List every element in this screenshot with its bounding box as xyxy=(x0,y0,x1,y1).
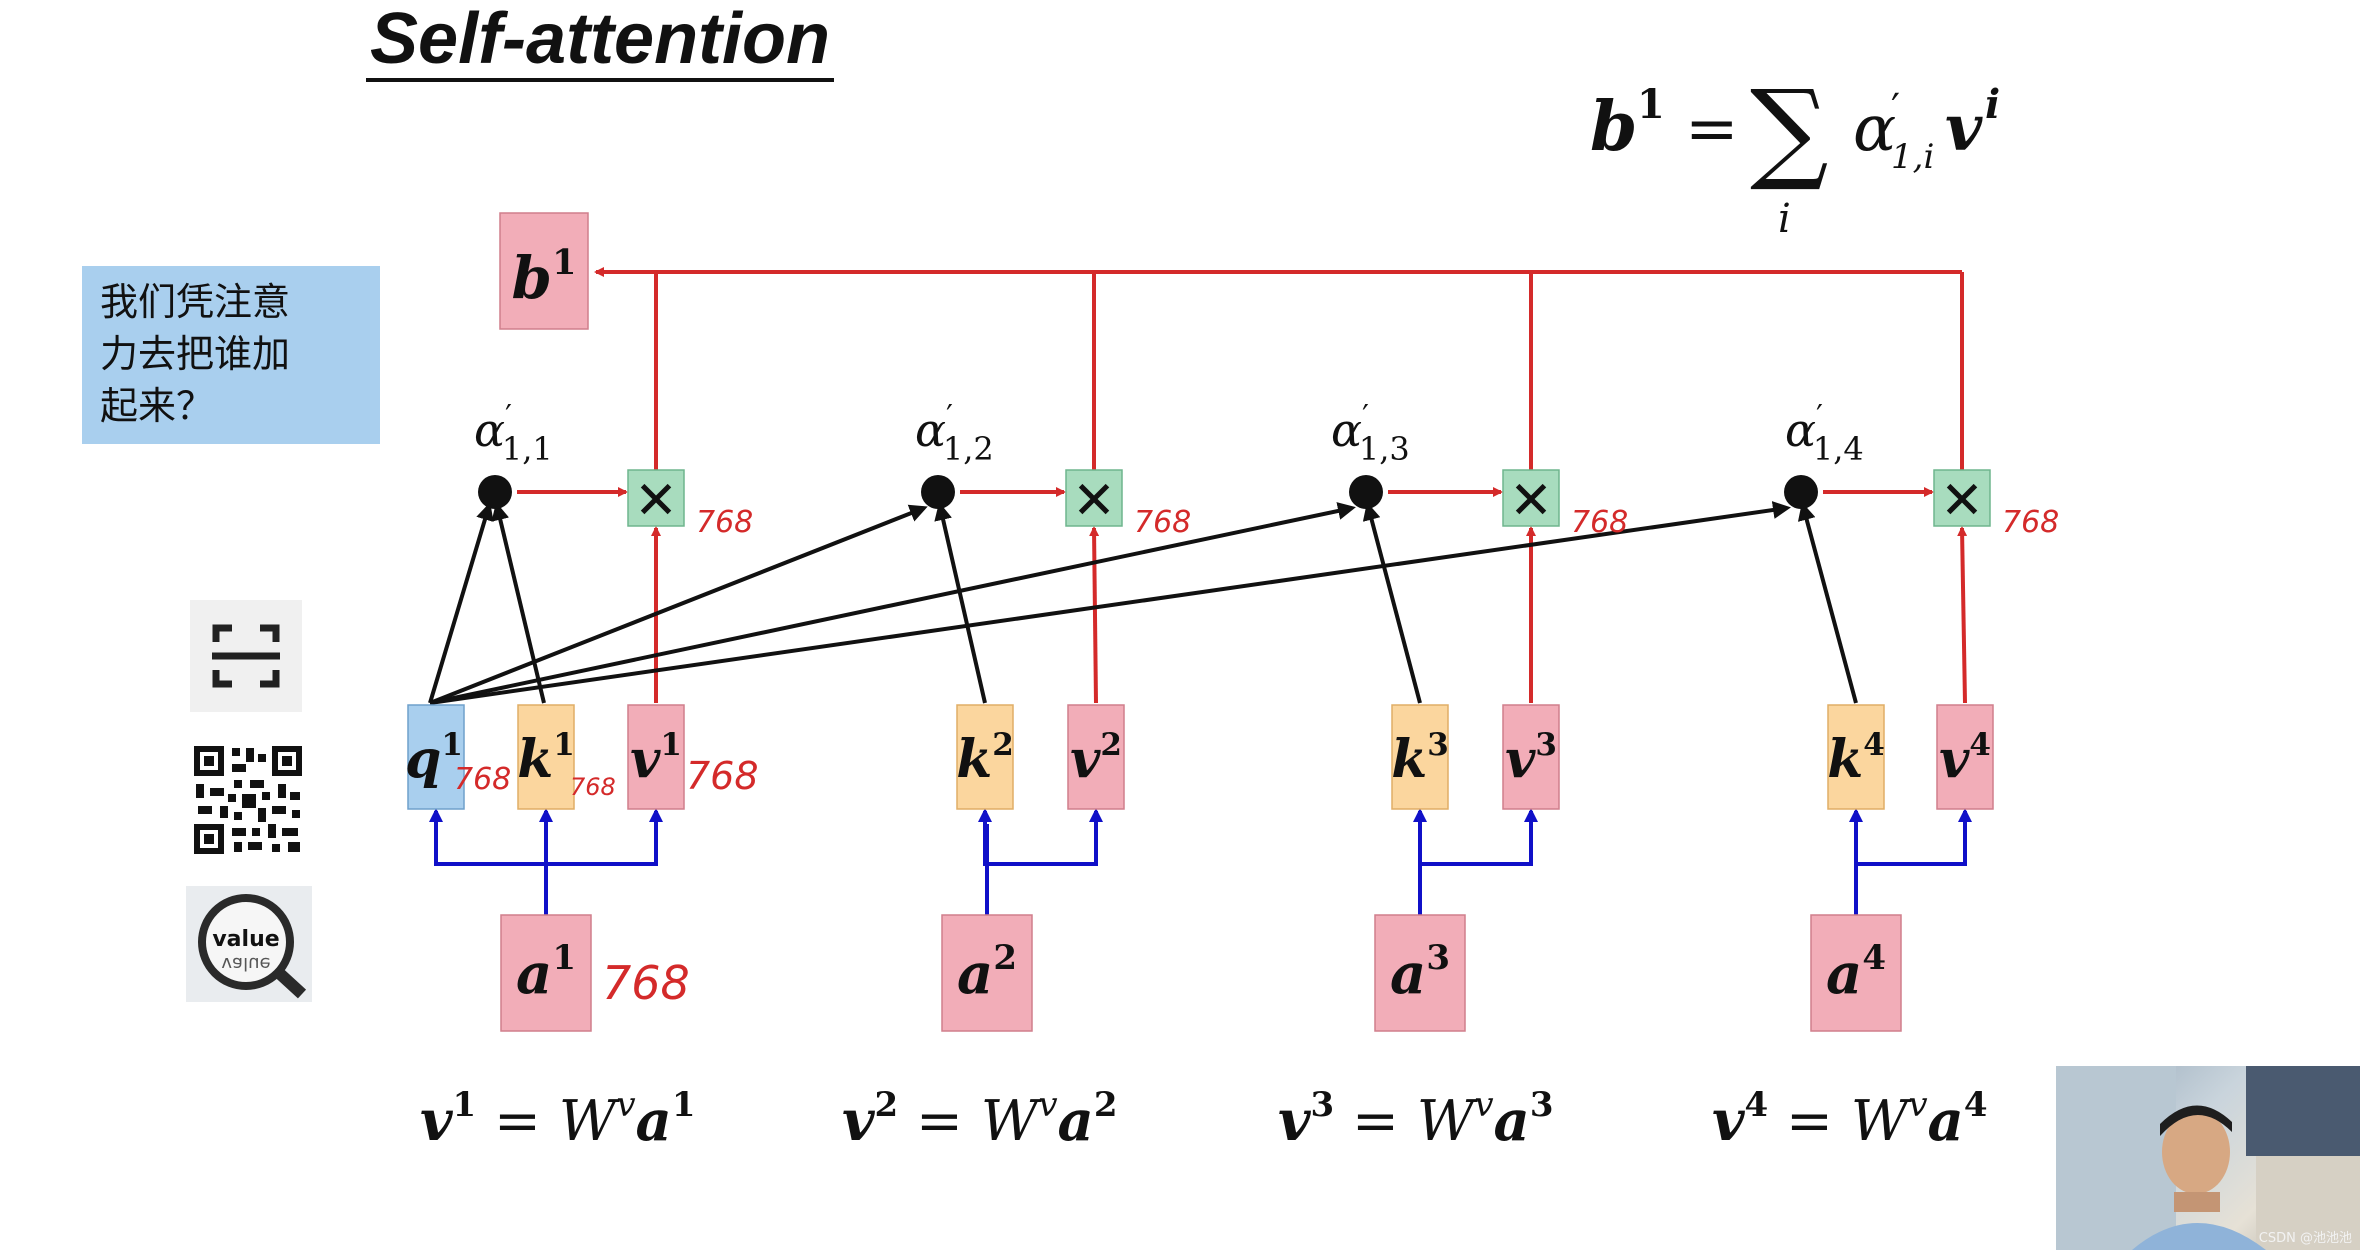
key-k2-box xyxy=(956,704,1014,810)
input-a1-label: a1 xyxy=(516,938,576,1007)
formula-sum-sub: i xyxy=(1778,196,1791,240)
formula-sum: ∑ xyxy=(1750,66,1829,194)
input-a2-label: a2 xyxy=(957,938,1017,1007)
input-a2-box xyxy=(941,914,1033,1032)
key-k3-label: k3 xyxy=(1391,727,1449,790)
key-k1-label: k1 xyxy=(517,727,575,790)
black-arrow-q1-to-dot-4 xyxy=(429,501,1791,705)
attention-score-dot-3 xyxy=(1349,475,1383,509)
value-equation-1: v1 = Wva1 xyxy=(420,1085,696,1154)
value-equation-4: v4 = Wva4 xyxy=(1712,1085,1988,1154)
input-a4-label: a4 xyxy=(1826,938,1886,1007)
multiply-note-1: 768 xyxy=(696,505,753,540)
value-equation-3: v3 = Wva3 xyxy=(1278,1085,1554,1154)
video-watermark: CSDN @池池池 xyxy=(2258,1231,2352,1246)
blue-bus-2 xyxy=(983,815,1098,866)
presenter-video: CSDN @池池池 xyxy=(2056,1066,2360,1250)
multiply-icon-1: ✕ xyxy=(634,471,678,531)
key-k4-label: k4 xyxy=(1827,727,1885,790)
multiply-note-2: 768 xyxy=(1134,505,1191,540)
value-v3-label: v3 xyxy=(1505,727,1557,790)
scan-icon xyxy=(190,600,302,712)
multiply-box-2 xyxy=(1065,469,1123,527)
slide-title: Self-attention xyxy=(366,0,834,82)
value-v2-box xyxy=(1067,704,1125,810)
value-v3-box xyxy=(1502,704,1560,810)
key-k1-box xyxy=(517,704,575,810)
formula-eq: = xyxy=(1685,92,1739,166)
black-arrow-k1-to-dot xyxy=(491,502,546,704)
formula-alpha: α xyxy=(1853,92,1896,166)
query-q1-note: 768 xyxy=(454,762,511,797)
key-k2-label: k2 xyxy=(956,727,1014,790)
blue-bus-4 xyxy=(1854,815,1967,866)
formula-v: v xyxy=(1945,91,1983,166)
input-a1-box xyxy=(500,914,592,1032)
formula-alpha-sub: 1,i xyxy=(1891,137,1934,177)
sum-formula: b 1 = ∑ i α ′ 1,i v i xyxy=(1590,66,2000,240)
magnifier-label: value xyxy=(212,927,279,952)
query-q1-box xyxy=(407,704,465,810)
multiply-icon-2: ✕ xyxy=(1072,471,1116,531)
question-note: 我们凭注意 力去把谁加 起来？ xyxy=(82,266,380,444)
black-arrow-q1-to-dot-1 xyxy=(428,502,494,704)
multiply-box-3 xyxy=(1502,469,1560,527)
formula-lhs: b xyxy=(1590,87,1638,167)
formula-prime: ′ xyxy=(1891,86,1900,132)
black-arrow-q1-to-dot-3 xyxy=(429,502,1356,705)
red-arrow-v-to-mult-2 xyxy=(1089,526,1100,704)
key-k1-note: 768 xyxy=(570,773,616,801)
svg-text:value: value xyxy=(221,953,270,974)
input-a4-box xyxy=(1810,914,1902,1032)
multiply-box-4 xyxy=(1933,469,1991,527)
multiply-box-1 xyxy=(627,469,685,527)
attention-score-dot-4 xyxy=(1784,475,1818,509)
black-arrow-k3-to-dot xyxy=(1362,502,1422,704)
output-b1-label: b1 xyxy=(512,242,577,312)
presenter-figure xyxy=(2056,1066,2360,1250)
attention-score-dot-2 xyxy=(921,475,955,509)
alpha-label-3: α′1,3 xyxy=(1331,399,1410,468)
multiply-note-3: 768 xyxy=(1571,505,1628,540)
value-equation-2: v2 = Wva2 xyxy=(842,1085,1118,1154)
output-b1-box xyxy=(499,212,589,330)
value-v1-box xyxy=(627,704,685,810)
black-arrow-k4-to-dot xyxy=(1797,502,1858,704)
black-arrow-k2-to-dot xyxy=(934,502,987,704)
key-k3-box xyxy=(1391,704,1449,810)
attention-score-dot-1 xyxy=(478,475,512,509)
alpha-label-4: α′1,4 xyxy=(1785,399,1864,468)
input-a3-box xyxy=(1374,914,1466,1032)
formula-v-sup: i xyxy=(1985,81,2000,128)
formula-lhs-sup: 1 xyxy=(1637,81,1665,128)
qr-code-icon xyxy=(192,744,304,856)
blue-bus-3 xyxy=(1418,815,1533,866)
multiply-icon-4: ✕ xyxy=(1940,471,1984,531)
input-a3-label: a3 xyxy=(1390,938,1450,1007)
alpha-label-1: α′1,1 xyxy=(474,399,553,468)
black-arrow-q1-to-dot-2 xyxy=(429,504,928,705)
input-a1-note: 768 xyxy=(602,956,690,1010)
query-q1-label: q1 xyxy=(405,727,463,790)
red-arrow-v-to-mult-4 xyxy=(1957,526,1968,704)
value-v1-label: v1 xyxy=(630,727,682,790)
multiply-note-4: 768 xyxy=(2002,505,2059,540)
value-v4-label: v4 xyxy=(1939,727,1991,790)
alpha-label-2: α′1,2 xyxy=(915,399,994,468)
multiply-icon-3: ✕ xyxy=(1509,471,1553,531)
value-v2-label: v2 xyxy=(1070,727,1122,790)
key-k4-box xyxy=(1827,704,1885,810)
value-v4-box xyxy=(1936,704,1994,810)
magnifier-value-icon: value value xyxy=(186,886,312,1002)
value-v1-note: 768 xyxy=(686,754,759,798)
